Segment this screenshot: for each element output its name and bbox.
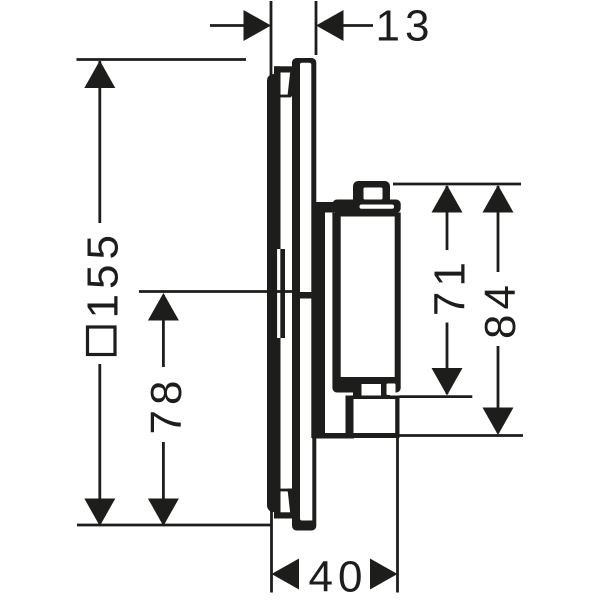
svg-text:13: 13 [376, 2, 435, 51]
svg-text:71: 71 [426, 257, 475, 316]
svg-text:78: 78 [142, 376, 191, 435]
svg-text:40: 40 [309, 553, 368, 600]
svg-text:155: 155 [79, 230, 128, 318]
svg-text:84: 84 [476, 280, 525, 339]
